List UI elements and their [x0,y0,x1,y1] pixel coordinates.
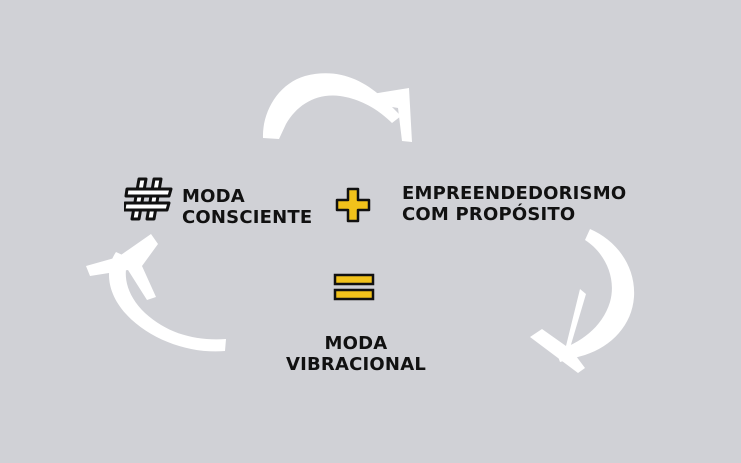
node-moda-consciente-line1: MODA [182,186,245,207]
node-moda-consciente: MODA CONSCIENTE [182,186,312,228]
top-arrow-icon [262,73,412,142]
left-arrow-icon [86,234,226,352]
node-moda-vibracional: MODA VIBRACIONAL [282,333,430,375]
plus-icon [335,187,371,223]
node-moda-vibracional-line1: MODA [324,333,388,354]
node-moda-vibracional-line2: VIBRACIONAL [285,354,426,375]
hashtag-icon [124,177,173,221]
node-empreendedorismo-line1: EMPREENDEDORISMO [402,183,627,204]
equals-icon [333,273,375,301]
right-arrow-icon [530,229,635,373]
node-empreendedorismo: EMPREENDEDORISMO COM PROPÓSITO [402,183,626,225]
node-empreendedorismo-line2: COM PROPÓSITO [402,204,576,225]
node-moda-consciente-line2: CONSCIENTE [182,207,313,228]
